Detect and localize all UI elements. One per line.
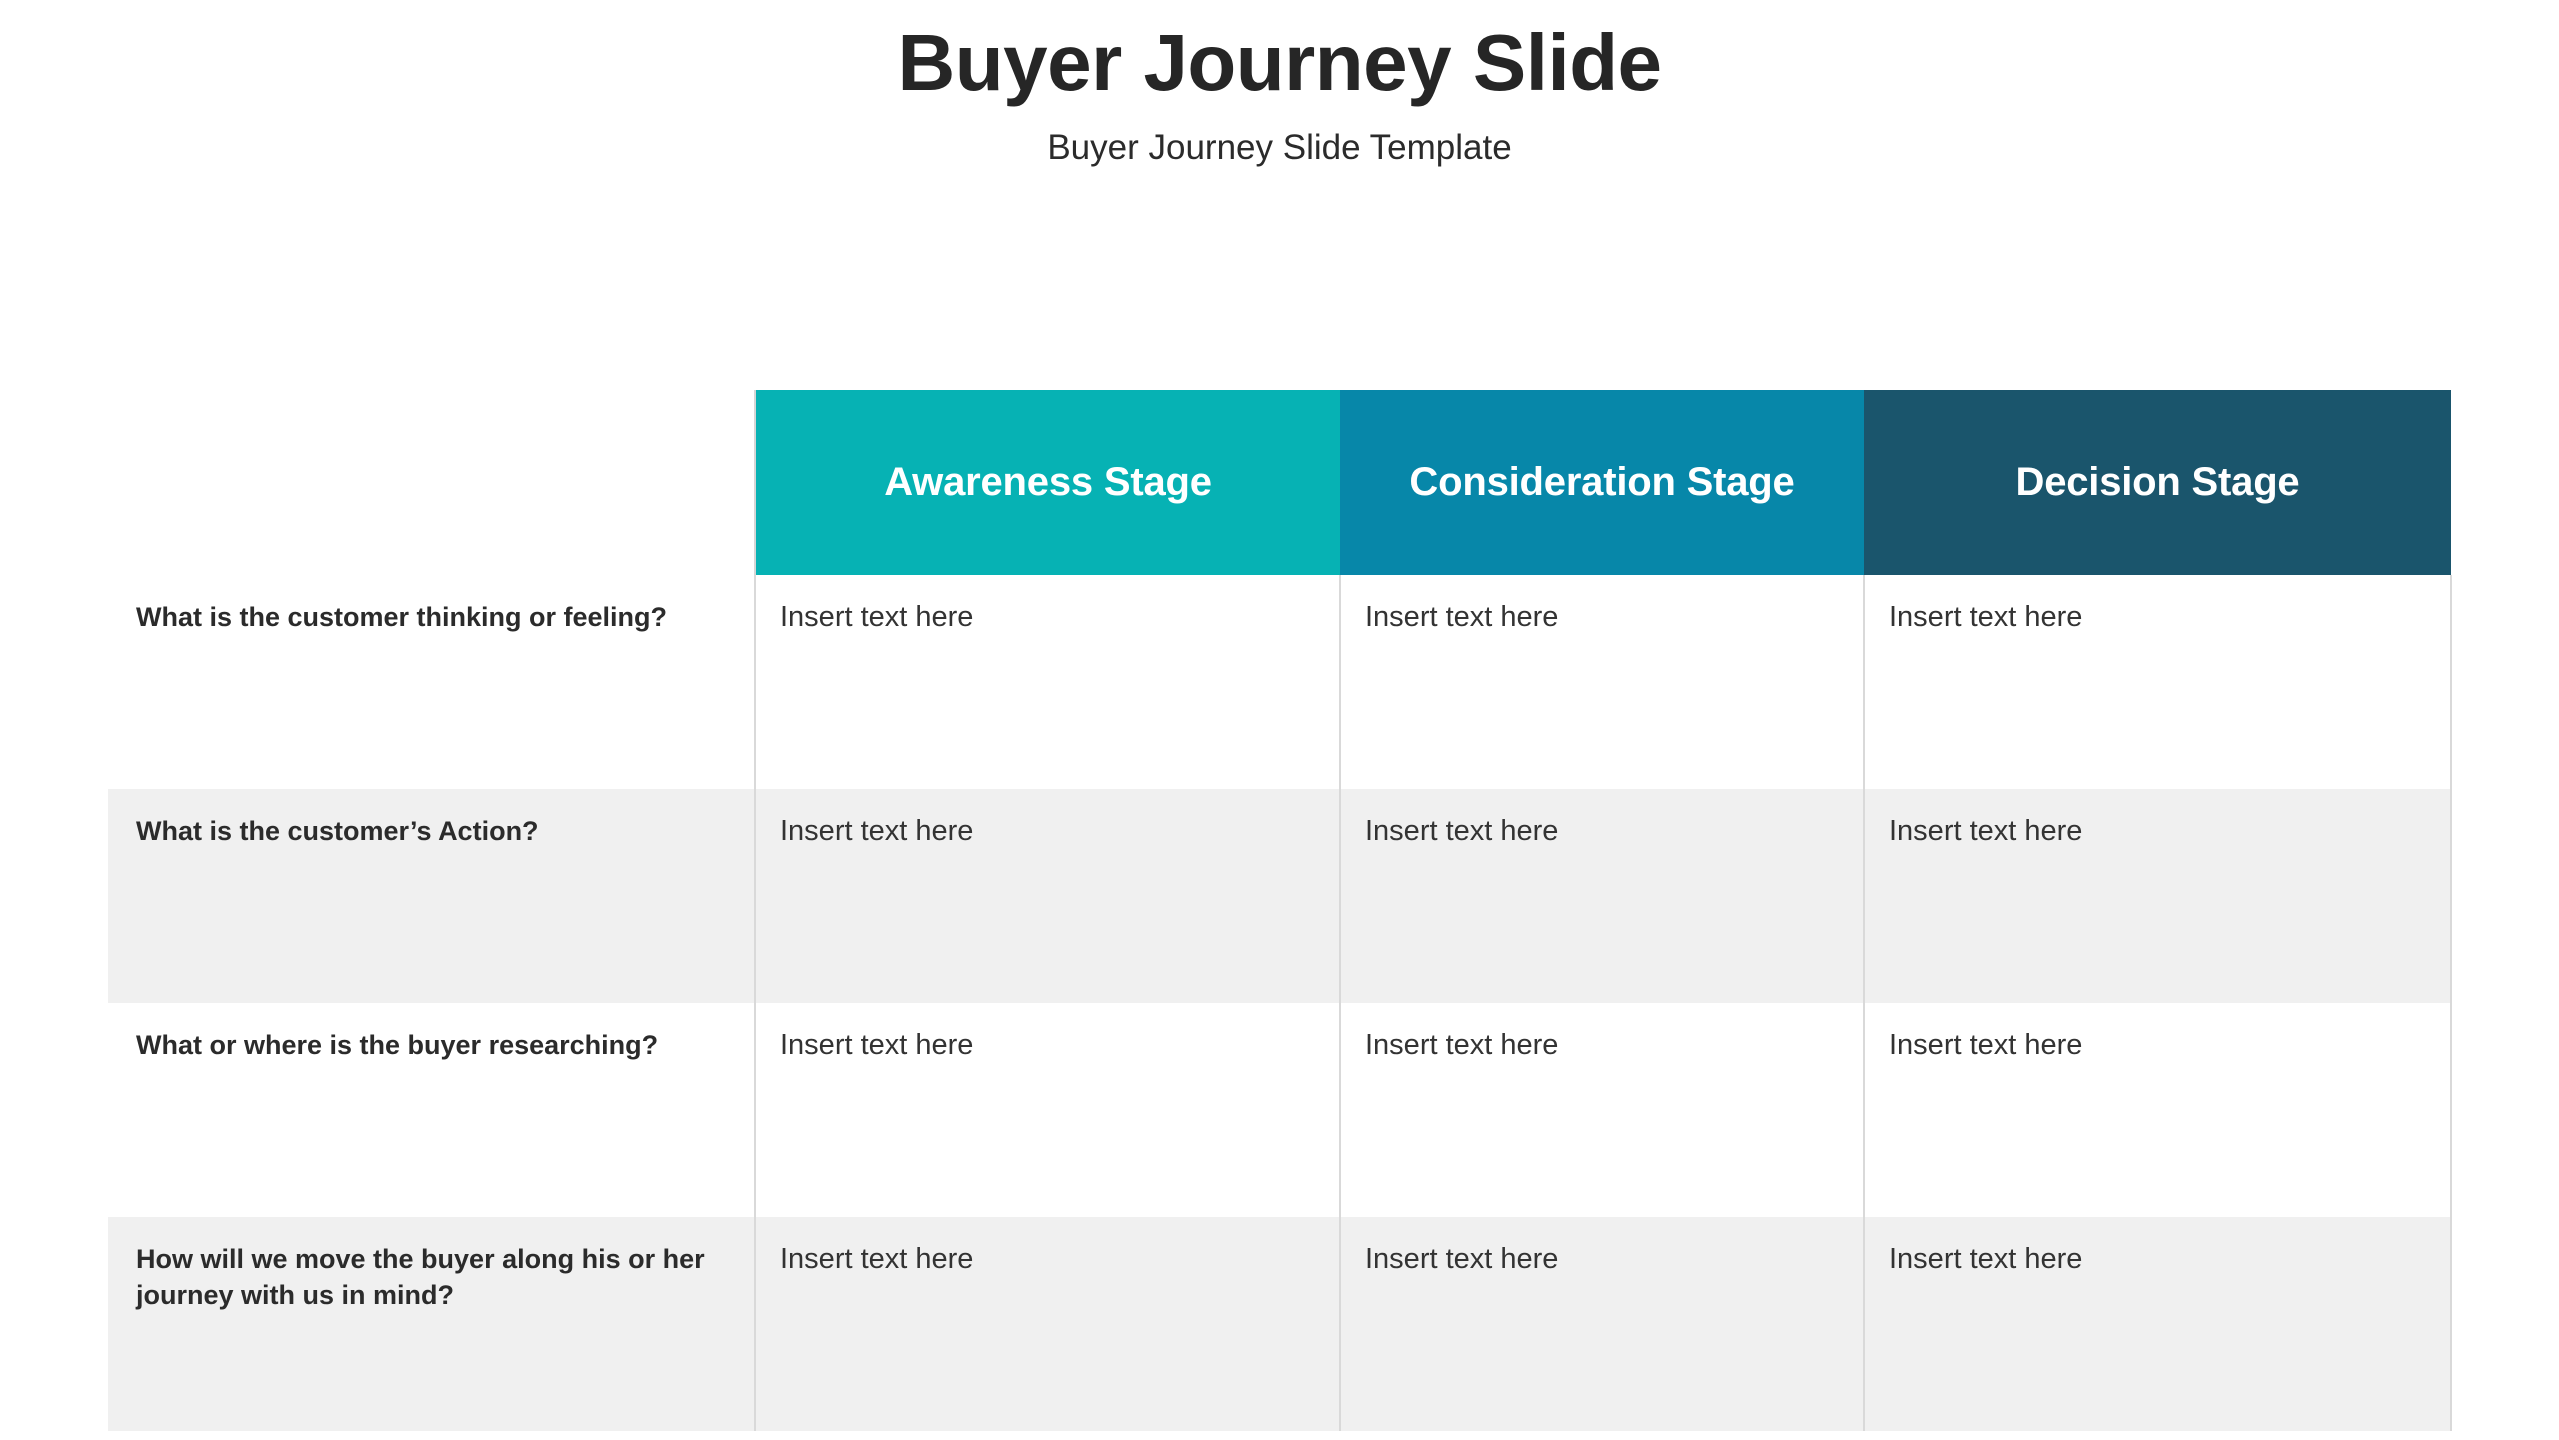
table-row: What is the customer thinking or feeling…	[108, 575, 2452, 789]
cell-decision[interactable]: Insert text here	[1864, 575, 2452, 789]
page-title: Buyer Journey Slide	[897, 18, 1662, 107]
column-header-consideration-stage: Consideration Stage	[1340, 390, 1864, 575]
slide-header: Buyer Journey Slide Buyer Journey Slide …	[0, 0, 2559, 169]
cell-consideration[interactable]: Insert text here	[1340, 789, 1865, 1003]
cell-awareness[interactable]: Insert text here	[755, 789, 1341, 1003]
table-row: How will we move the buyer along his or …	[108, 1217, 2452, 1431]
table-header-row: Awareness Stage Consideration Stage Deci…	[108, 390, 2451, 575]
cell-awareness[interactable]: Insert text here	[755, 1003, 1341, 1217]
table-body: What is the customer thinking or feeling…	[108, 575, 2452, 1431]
page-subtitle: Buyer Journey Slide Template	[1047, 127, 1512, 167]
column-header-awareness-stage: Awareness Stage	[755, 390, 1340, 575]
cell-consideration[interactable]: Insert text here	[1340, 1217, 1865, 1431]
row-question-label: How will we move the buyer along his or …	[108, 1217, 756, 1431]
cell-consideration[interactable]: Insert text here	[1340, 575, 1865, 789]
row-question-label: What or where is the buyer researching?	[108, 1003, 756, 1217]
cell-decision[interactable]: Insert text here	[1864, 789, 2452, 1003]
cell-decision[interactable]: Insert text here	[1864, 1003, 2452, 1217]
buyer-journey-table: Awareness Stage Consideration Stage Deci…	[108, 390, 2452, 1431]
cell-decision[interactable]: Insert text here	[1864, 1217, 2452, 1431]
row-question-label: What is the customer thinking or feeling…	[108, 575, 756, 789]
table-header: Awareness Stage Consideration Stage Deci…	[108, 390, 2451, 575]
cell-consideration[interactable]: Insert text here	[1340, 1003, 1865, 1217]
table-corner-cell	[108, 390, 756, 575]
row-question-label: What is the customer’s Action?	[108, 789, 756, 1003]
cell-awareness[interactable]: Insert text here	[755, 1217, 1341, 1431]
table-row: What is the customer’s Action? Insert te…	[108, 789, 2452, 1003]
column-header-decision-stage: Decision Stage	[1864, 390, 2451, 575]
table-row: What or where is the buyer researching? …	[108, 1003, 2452, 1217]
cell-awareness[interactable]: Insert text here	[755, 575, 1341, 789]
